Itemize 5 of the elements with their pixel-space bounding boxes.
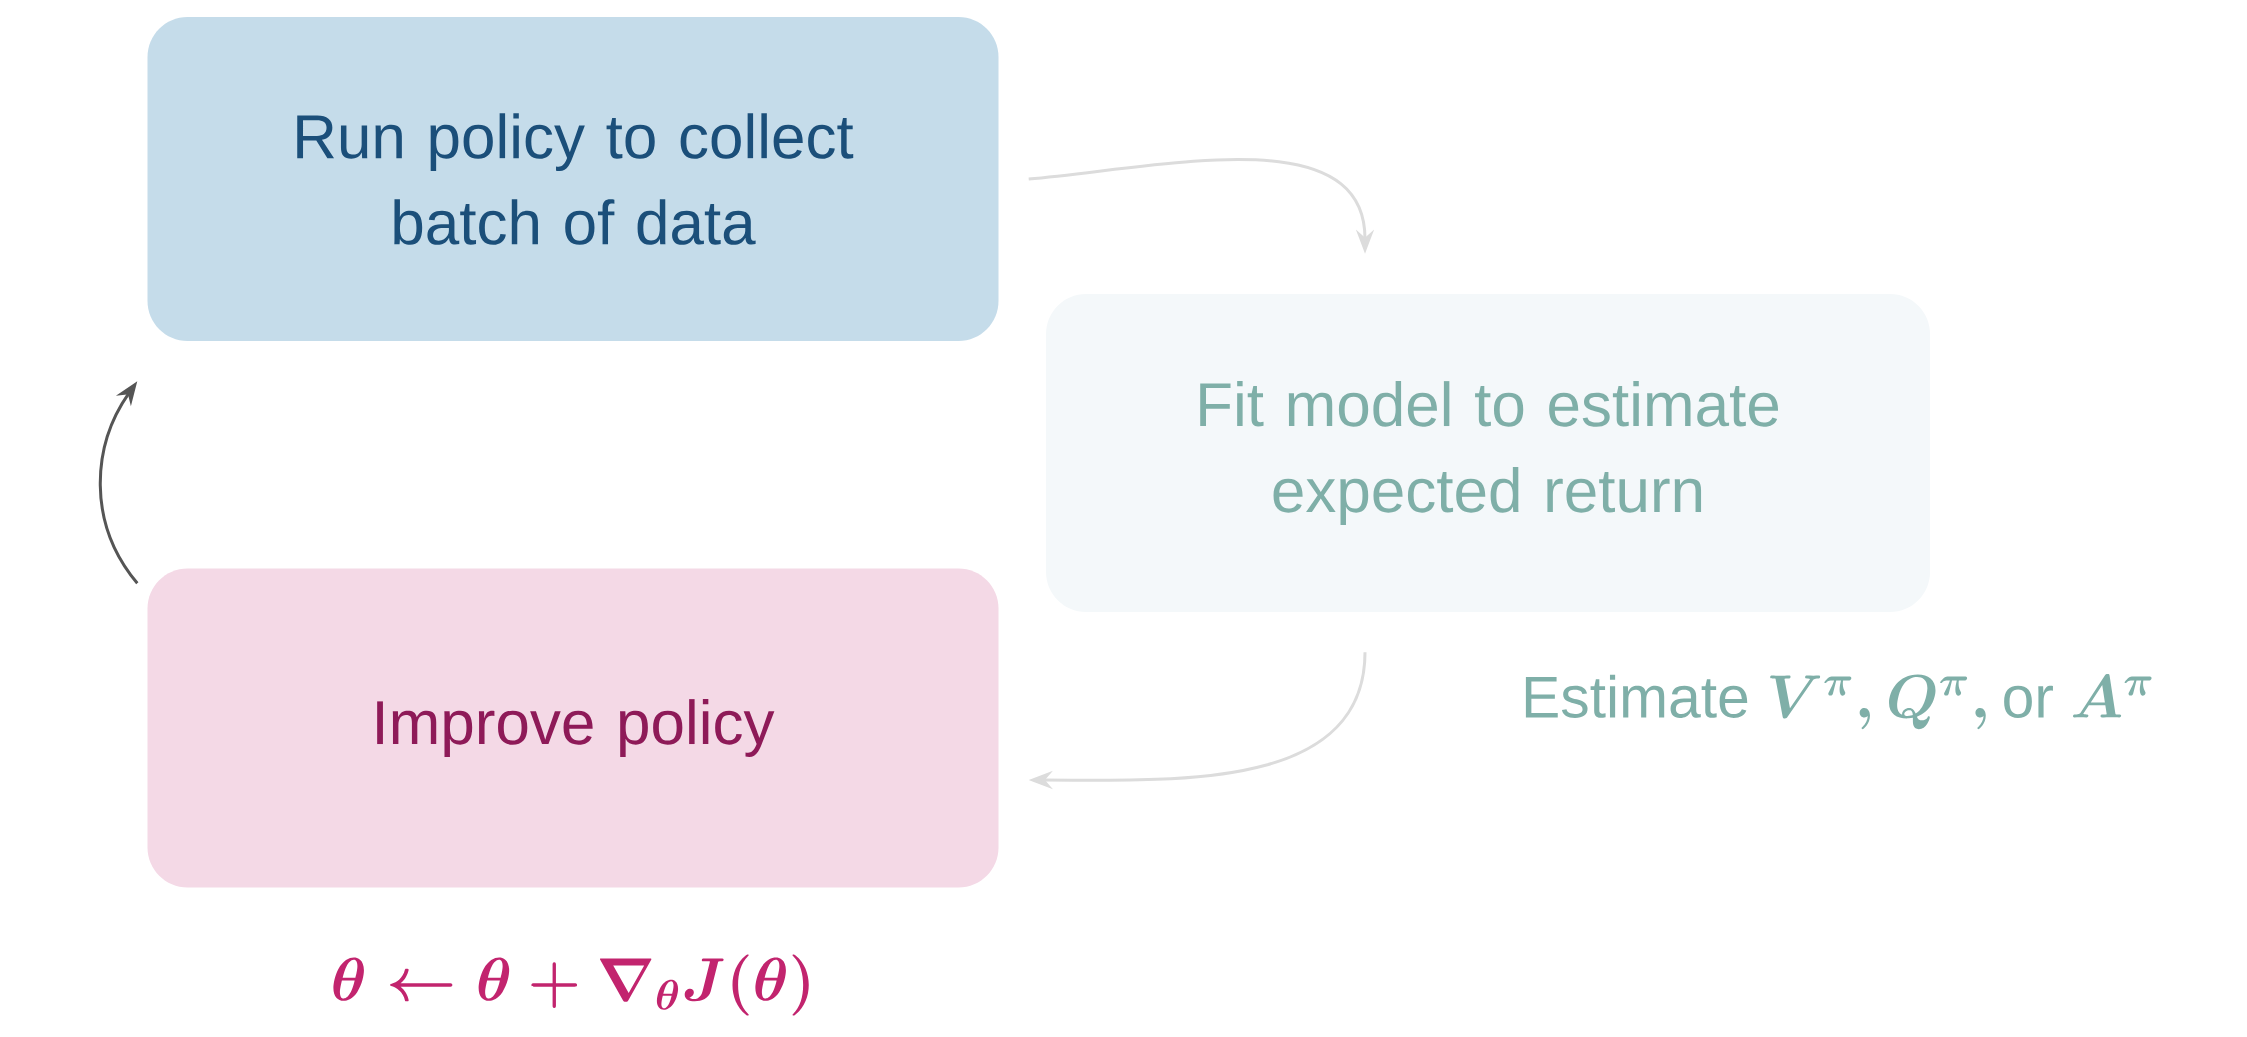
- process-box: Run policy to collect batch of data: [147, 17, 999, 341]
- formula-label: $\theta \leftarrow \theta + \nabla_{\theta} J(\theta)$: [333, 954, 809, 1016]
- formula-label: $\text{Estimate } V^{\pi}, Q^{\pi}, \text{or } A^{\pi}$: [1525, 674, 2152, 730]
- process-box: Fit model to estimate expected return: [1046, 294, 1930, 612]
- process-box: Improve policy: [147, 568, 999, 888]
